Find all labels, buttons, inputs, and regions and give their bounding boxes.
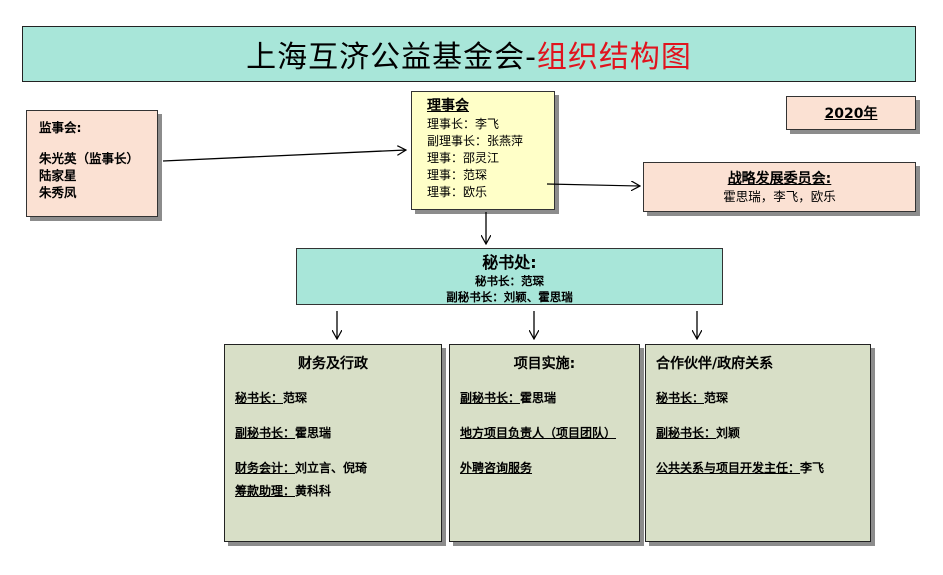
partners-row: 公共关系与项目开发主任：李飞 [656, 459, 870, 476]
supervisory-board-box: 监事会: 朱光英（监事长） 陆家星 朱秀凤 [26, 110, 158, 217]
strategy-committee-heading: 战略发展委员会: [727, 171, 832, 187]
supervisor-member: 朱秀凤 [39, 185, 77, 200]
row-label: 副秘书长： [235, 426, 296, 440]
finance-row: 秘书长：范琛 [235, 389, 441, 406]
title-highlight: 组织结构图 [536, 40, 692, 75]
secretariat-secretary-general: 秘书长：范琛 [475, 274, 544, 288]
row-value: 范琛 [283, 391, 308, 405]
supervisor-member: 陆家星 [39, 168, 77, 183]
title-main: 上海互济公益基金会- [246, 40, 537, 75]
finance-row: 财务会计：刘立言、倪琦 [235, 459, 441, 476]
board-member: 理事：邵灵江 [427, 151, 500, 165]
board-of-directors-box: 理事会 理事长：李飞 副理事长：张燕萍 理事：邵灵江 理事：范琛 理事：欧乐 [411, 91, 555, 210]
partners-government-heading: 合作伙伴/政府关系 [656, 356, 774, 372]
finance-row: 筹款助理：黄科科 [235, 482, 441, 499]
row-value: 李飞 [800, 461, 825, 475]
project-implementation-box: 项目实施: 副秘书长：霍思瑞 地方项目负责人（项目团队） 外聘咨询服务 [449, 344, 640, 542]
strategy-committee-box: 战略发展委员会: 霍思瑞，李飞，欧乐 [643, 162, 916, 212]
row-label: 地方项目负责人（项目团队） [460, 426, 617, 440]
row-label: 秘书长： [235, 391, 284, 405]
strategy-committee-members: 霍思瑞，李飞，欧乐 [723, 189, 836, 204]
row-label: 外聘咨询服务 [460, 461, 533, 475]
year-label: 2020年 [824, 106, 878, 122]
row-label: 筹款助理： [235, 484, 296, 498]
row-label: 副秘书长： [656, 426, 717, 440]
board-member: 理事：范琛 [427, 168, 488, 182]
title-banner: 上海互济公益基金会-组织结构图 [22, 26, 916, 82]
row-value: 刘颖 [716, 426, 741, 440]
row-label: 秘书长： [656, 391, 705, 405]
finance-admin-heading: 财务及行政 [298, 356, 368, 372]
row-value: 霍思瑞 [520, 391, 557, 405]
row-label: 财务会计： [235, 461, 296, 475]
arrow-supervisors-to-board [162, 150, 406, 162]
row-label: 副秘书长： [460, 391, 521, 405]
partners-row: 秘书长：范琛 [656, 389, 870, 406]
board-member: 副理事长：张燕萍 [427, 134, 524, 148]
finance-admin-box: 财务及行政 秘书长：范琛 副秘书长：霍思瑞 财务会计：刘立言、倪琦 筹款助理：黄… [224, 344, 442, 542]
board-member: 理事：欧乐 [427, 185, 488, 199]
board-heading: 理事会 [427, 98, 469, 114]
project-implementation-heading: 项目实施: [513, 356, 576, 372]
finance-row: 副秘书长：霍思瑞 [235, 424, 441, 441]
supervisor-member: 朱光英（监事长） [39, 151, 140, 166]
secretariat-deputies: 副秘书长：刘颖、霍思瑞 [446, 290, 573, 304]
board-member: 理事长：李飞 [427, 117, 500, 131]
projects-row: 外聘咨询服务 [460, 459, 639, 476]
row-value: 霍思瑞 [295, 426, 332, 440]
row-label: 公共关系与项目开发主任： [656, 461, 801, 475]
projects-row: 副秘书长：霍思瑞 [460, 389, 639, 406]
row-value: 黄科科 [295, 484, 332, 498]
secretariat-box: 秘书处: 秘书长：范琛 副秘书长：刘颖、霍思瑞 [296, 248, 723, 305]
row-value: 刘立言、倪琦 [295, 461, 368, 475]
arrow-board-to-strategy [546, 184, 640, 186]
supervisory-board-heading: 监事会: [39, 120, 82, 135]
projects-row: 地方项目负责人（项目团队） [460, 424, 639, 441]
row-value: 范琛 [704, 391, 729, 405]
secretariat-heading: 秘书处: [482, 253, 537, 272]
year-badge: 2020年 [786, 96, 916, 130]
partners-row: 副秘书长：刘颖 [656, 424, 870, 441]
partners-government-box: 合作伙伴/政府关系 秘书长：范琛 副秘书长：刘颖 公共关系与项目开发主任：李飞 [645, 344, 871, 542]
